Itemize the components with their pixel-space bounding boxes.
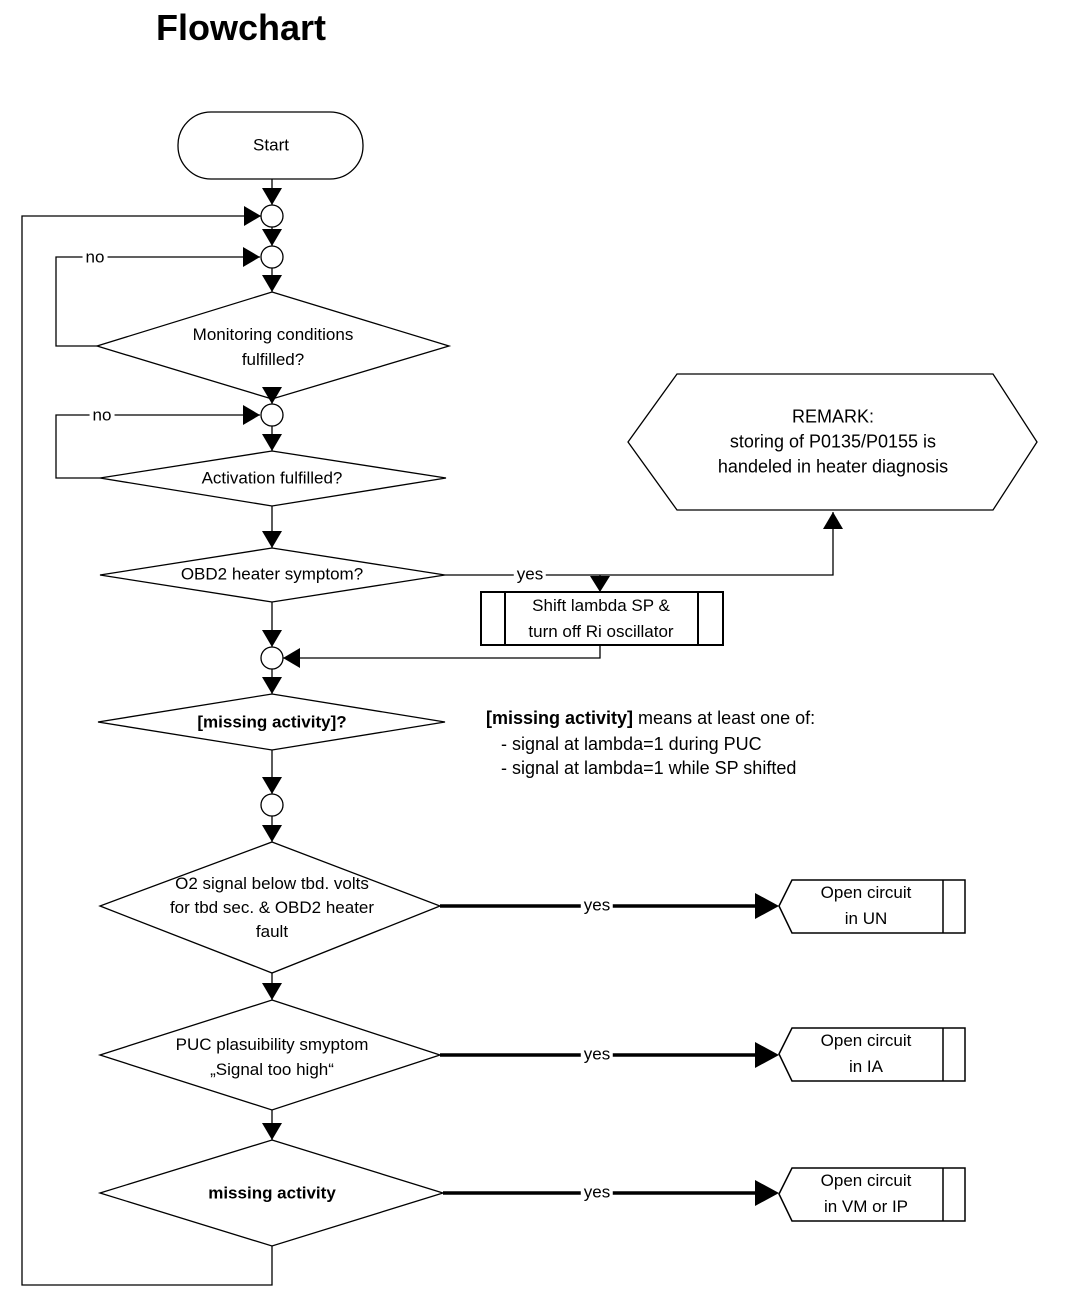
arrowhead: [262, 777, 282, 794]
arrowhead: [262, 387, 282, 404]
output-ia-label: Open circuit in IA: [820, 1031, 912, 1076]
edge-label-yes-obd2: yes: [513, 565, 547, 583]
arrowhead: [755, 893, 779, 919]
arrowhead: [262, 275, 282, 292]
connector-circle-3: [260, 403, 284, 427]
arrowhead: [283, 648, 300, 668]
edge-label-no-monitoring: no: [82, 248, 108, 266]
arrowhead: [243, 247, 260, 267]
edge-label-no-activation: no: [89, 406, 115, 424]
arrowhead: [262, 188, 282, 205]
arrowhead: [823, 512, 843, 529]
arrowhead: [755, 1042, 779, 1068]
arrowhead: [262, 1123, 282, 1140]
edge-process-to-merge4: [283, 645, 601, 659]
process-shift-box: [480, 591, 724, 646]
decision-puc-label: PUC plasuibility smyptom „Signal too hig…: [175, 1035, 369, 1079]
arrowhead: [262, 983, 282, 1000]
remark-label: REMARK: storing of P0135/P0155 is handel…: [717, 406, 949, 477]
arrowhead: [262, 434, 282, 451]
output-un-label: Open circuit in UN: [820, 883, 912, 928]
edge-yes-obd2-to-remark: [445, 512, 834, 576]
decision-obd2: [99, 547, 446, 603]
decision-o2-signal: [98, 841, 442, 974]
arrowhead: [262, 229, 282, 246]
decision-obd2-label: OBD2 heater symptom?: [180, 564, 364, 584]
decision-missing-q: [97, 693, 446, 751]
decision-activation-label: Activation fulfilled?: [201, 468, 343, 488]
start-terminator: [177, 111, 364, 180]
arrowhead: [262, 531, 282, 548]
note-heading-rest: means at least one of:: [633, 708, 816, 728]
missing-activity-note-item-1: - signal at lambda=1 during PUC: [501, 734, 762, 754]
decision-missing-label: missing activity: [208, 1183, 336, 1203]
decision-monitoring-label: Monitoring conditions fulfilled?: [192, 325, 354, 369]
output-un-shape: [778, 879, 966, 934]
edge-label-yes-missing: yes: [580, 1183, 614, 1201]
remark-hexagon: [627, 373, 1038, 511]
start-label: Start: [253, 135, 289, 155]
edge-feedback-loop: [21, 215, 273, 1286]
arrowheads: [243, 188, 843, 1206]
decision-activation: [99, 450, 447, 507]
edge-label-yes-puc: yes: [580, 1045, 614, 1063]
connector-circle-4: [260, 646, 284, 670]
arrowhead: [262, 677, 282, 694]
process-shift-label: Shift lambda SP & turn off Ri oscillator: [528, 596, 674, 641]
edges: [21, 179, 834, 1286]
connector-circle-1: [260, 204, 284, 228]
output-vm-shape: [778, 1167, 966, 1222]
decision-missing-q-label: [missing activity]?: [197, 712, 347, 732]
edge-label-yes-o2: yes: [580, 896, 614, 914]
decision-missing: [97, 1139, 446, 1247]
shapes: [94, 111, 1038, 1247]
note-heading-bold: [missing activity]: [486, 708, 634, 728]
arrowhead: [262, 630, 282, 647]
arrowhead: [590, 576, 610, 592]
connector-circle-5: [260, 793, 284, 817]
arrowhead: [243, 405, 260, 425]
output-ia-shape: [778, 1027, 966, 1082]
arrowhead: [244, 206, 261, 226]
edge-no-monitoring: [55, 256, 260, 347]
missing-activity-note-item-2: - signal at lambda=1 while SP shifted: [501, 758, 797, 778]
output-vm-label: Open circuit in VM or IP: [820, 1171, 912, 1216]
arrowhead: [262, 825, 282, 842]
edge-no-activation: [55, 414, 260, 479]
arrowhead: [755, 1180, 779, 1206]
decision-o2-label: O2 signal below tbd. volts for tbd sec. …: [169, 874, 375, 941]
page-title: Flowchart: [156, 7, 327, 48]
missing-activity-note-heading: [missing activity] means at least one of…: [486, 706, 815, 730]
decision-puc: [97, 999, 443, 1111]
connector-circle-2: [260, 245, 284, 269]
